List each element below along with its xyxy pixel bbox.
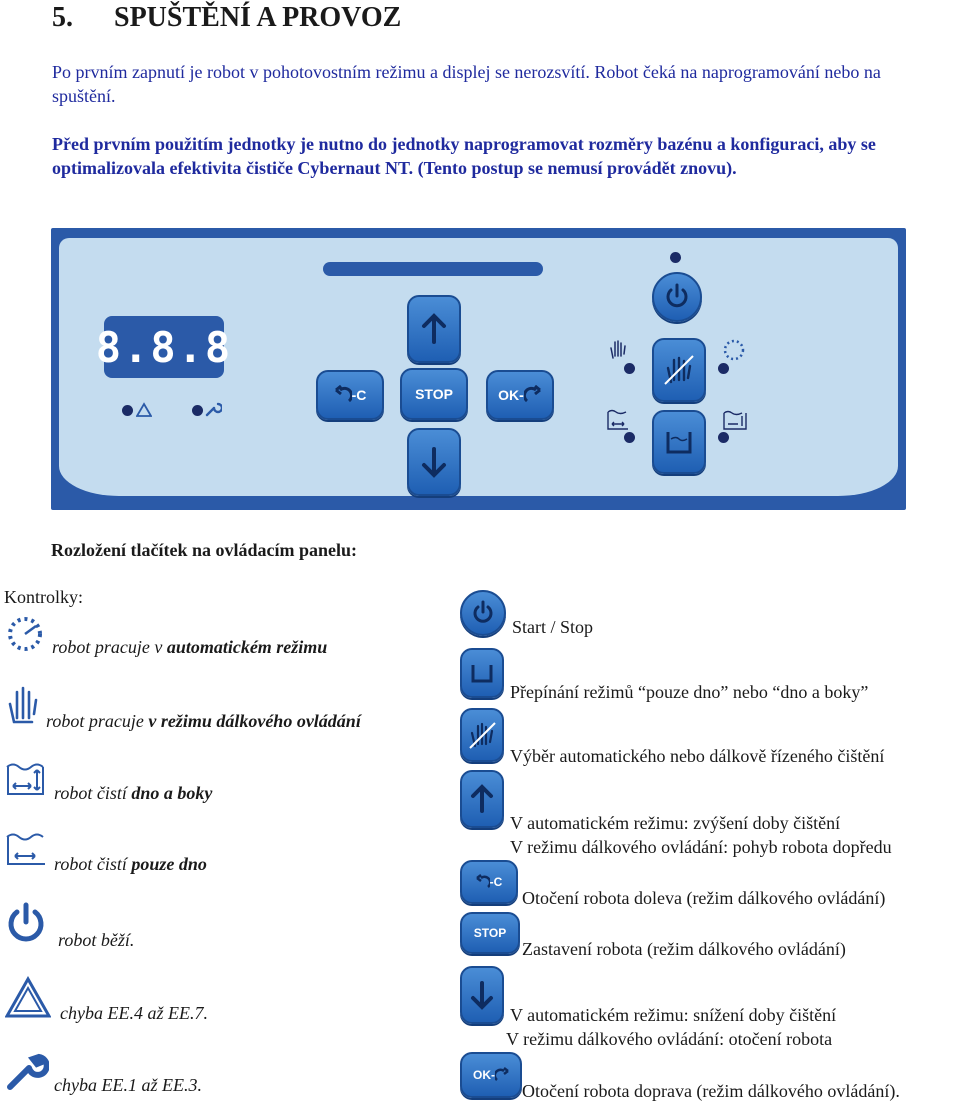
indicators-label: Kontrolky: [4,587,83,607]
indicator-remote-text: robot pracuje [46,711,149,731]
page-title: 5. SPUŠTĚNÍ A PROVOZ [52,2,401,34]
panel-left-button[interactable]: -C [316,370,384,420]
panel-up-button[interactable] [407,295,461,363]
hand-auto-icon [469,722,496,749]
warning-icon [5,976,51,1018]
bottom-only-icon [6,833,45,865]
auto-dots-icon [723,339,745,361]
panel-stop-button[interactable]: STOP [400,368,468,420]
legend-left-text: Otočení robota doleva (režim dálkového o… [522,888,886,908]
indicator-running: robot běží. [58,930,135,950]
indicator-auto: robot pracuje v automatickém režimu [52,637,327,658]
wrench-led [192,405,203,416]
rotate-right-icon [495,1067,509,1081]
bottom-only-small-icon [607,409,628,430]
panel-ok-button[interactable]: OK- [486,370,554,420]
rotate-left-icon [475,874,490,888]
legend-stop-text: Zastavení robota (režim dálkového ovládá… [522,939,846,959]
indicator-floor-walls: robot čistí dno a boky [54,783,212,804]
warning-icon [136,402,152,417]
indicator-floor-walls-text: robot čistí [54,783,132,803]
power-icon [473,600,493,623]
floor-walls-small-icon [723,410,747,430]
legend-stop-button: STOP [460,912,520,954]
bottom-only-icon [666,432,692,454]
wrench-icon [7,1053,49,1090]
rotate-left-icon [334,385,352,403]
section-title: SPUŠTĚNÍ A PROVOZ [114,2,402,33]
legend-left-label: -C [489,875,503,889]
floor-walls-icon [6,763,44,795]
floor-walls-led [718,432,729,443]
panel-left-label: -C [351,387,367,403]
legend-down-button [460,966,504,1024]
layout-heading: Rozložení tlačítek na ovládacím panelu: [51,540,357,560]
hand-icon [610,340,626,359]
panel-mode-button[interactable] [652,410,706,474]
legend-up-button [460,770,504,828]
indicator-bottom-only-bold: pouze dno [131,854,207,874]
bottom-only-icon [471,665,493,683]
indicator-bottom-only-text: robot čistí [54,854,132,874]
legend-right-button: OK- [460,1052,522,1098]
legend-power-button [460,590,506,636]
indicator-remote: robot pracuje v režimu dálkového ovládán… [46,711,361,732]
legend-mode-text: Přepínání režimů “pouze dno” nebo “dno a… [510,682,869,702]
legend-right-label: OK- [473,1068,495,1082]
legend-stop-label: STOP [473,926,507,940]
arrow-up-icon [422,313,446,344]
panel-power-button[interactable] [652,272,702,322]
indicator-bottom-only: robot čistí pouze dno [54,854,207,875]
panel-auto-remote-button[interactable] [652,338,706,402]
intro-paragraph-1: Po prvním zapnutí je robot v pohotovostn… [52,62,881,106]
legend-auto-remote-text: Výběr automatického nebo dálkově řízenéh… [510,746,885,766]
arrow-up-icon [471,784,493,813]
auto-dots-icon [8,617,42,651]
power-icon [8,902,44,942]
rotate-right-icon [523,385,541,403]
intro-paragraph-2: Před prvním použitím jednotky je nutno d… [52,134,876,178]
power-icon [666,283,688,308]
legend-power-text: Start / Stop [512,617,594,637]
indicator-remote-bold: v režimu dálkového ovládání [148,711,361,731]
indicator-floor-walls-bold: dno a boky [131,783,213,803]
arrow-down-icon [471,981,493,1010]
indicator-error-1-3: chyba EE.1 až EE.3. [54,1075,202,1095]
legend-mode-button [460,648,504,698]
power-led [670,252,681,263]
legend-down-text-2: V režimu dálkového ovládání: otočení rob… [506,1029,833,1049]
warning-led [122,405,133,416]
legend-up-text-2: V režimu dálkového ovládání: pohyb robot… [510,837,892,857]
legend-right-text: Otočení robota doprava (režim dálkového … [522,1081,900,1101]
legend-left-button: -C [460,860,518,904]
hand-auto-icon [664,355,694,385]
legend-down-text-1: V automatickém režimu: snížení doby čišt… [510,1005,837,1025]
wrench-icon [205,402,222,417]
legend-up-text-1: V automatickém režimu: zvýšení doby čišt… [510,813,841,833]
panel-ok-label: OK- [498,387,524,403]
panel-stop-label: STOP [415,386,453,402]
hand-icon [8,686,38,724]
section-number: 5. [52,2,73,33]
indicator-auto-bold: automatickém režimu [166,637,328,657]
panel-down-button[interactable] [407,428,461,496]
arrow-down-icon [422,447,446,478]
indicator-error-4-7: chyba EE.4 až EE.7. [60,1003,208,1023]
panel-display: 8.8.8 [96,316,230,378]
hand-led [624,363,635,374]
legend-auto-remote-button [460,708,504,762]
bottom-led [624,432,635,443]
auto-led [718,363,729,374]
panel-slot [323,262,543,276]
indicator-auto-text: robot pracuje v [52,637,167,657]
